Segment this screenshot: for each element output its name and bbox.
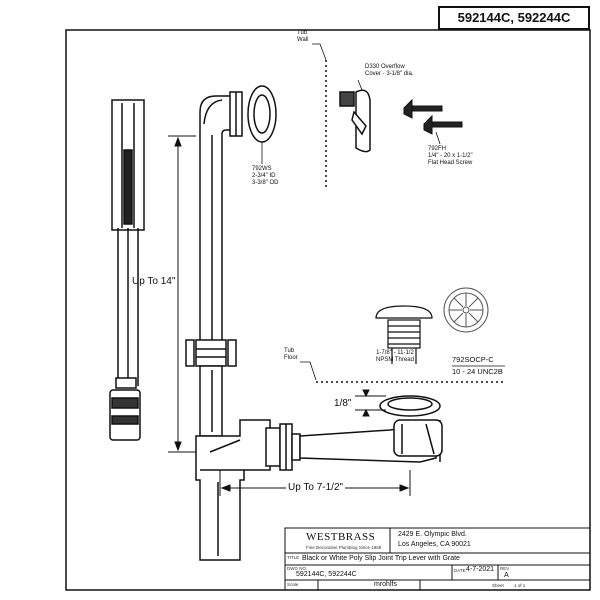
width-dimension-label: Up To 7-1/2" [286,482,346,493]
title-label: TITLE [287,555,300,560]
stopper-part-label: 792SOCP-C [452,355,494,364]
label-line: Floor [284,355,298,361]
height-dimension [168,135,196,453]
date-label: DATE [454,568,466,573]
label-line: Tub [297,30,308,36]
label-line: 3-3/8" OD [252,180,279,186]
overflow-pipe [185,91,243,437]
overflow-cover [339,79,371,153]
waste-tee [195,419,301,561]
label-line: Tub [284,348,295,354]
thread-label: 1-7/8" - 11-1/2 NPSM Thread [376,350,414,364]
drawn-by-value: mrohlfs [374,581,397,588]
label-line: NPSM Thread [376,357,414,363]
flat-head-screws [403,98,463,145]
drawing-title: Black or White Poly Slip Joint Trip Leve… [302,555,460,562]
date-value: 4-7-2021 [466,566,495,573]
height-dimension-label: Up To 14" [132,276,176,287]
drain-shoe [299,395,443,463]
overflow-cover-label: D330 Overflow Cover - 3-1/8" dia. [365,64,413,78]
label-line: Cover - 3-1/8" dia. [365,71,414,77]
drain-grate [443,287,489,333]
tub-wall-label: Tub Wall [297,30,308,44]
trip-lever-linkage [109,99,145,441]
brand-tagline: Fine Decorative Plumbing Since 1958 [306,545,382,550]
address-line-1: 2429 E. Olympic Blvd. [398,531,467,538]
label-line: 2-3/4" ID [252,173,276,179]
tub-floor-label: Tub Floor [284,348,298,362]
brand-logo: WESTBRASS [306,531,376,543]
sheet-label: Sheet [492,583,504,588]
dwg-no-label: DWG NO. [287,566,308,571]
label-line: 1/4" - 20 x 1-1/2" [428,153,473,159]
label-line: D330 Overflow [365,64,405,70]
washer-label: 792WS 2-3/4" ID 3-3/8" OD [252,166,278,187]
gap-dimension [355,389,386,417]
title-block-grid [284,527,591,591]
rev-label: REV [500,566,510,571]
label-line: Wall [297,37,309,43]
dwg-no-value: 592144C, 592244C [296,571,357,578]
part-number-header: 592144C, 592244C [438,6,590,30]
rev-value: A [504,572,509,579]
scale-label: Scale [287,582,299,587]
label-line: 792WS [252,166,272,172]
stopper-thread-label: 10 - 24 UNC2B [452,367,503,376]
drain-stopper [375,305,433,364]
address-line-2: Los Angeles, CA 90021 [398,541,471,548]
screw-label: 792FH 1/4" - 20 x 1-1/2" Flat Head Screw [428,146,473,167]
sheet-value: 1 of 1 [514,583,526,588]
label-line: 792FH [428,146,447,152]
overflow-washer [247,85,277,143]
label-line: 1-7/8" - 11-1/2 [376,350,414,356]
label-line: Flat Head Screw [428,160,473,166]
gap-dimension-label: 1/8" [334,398,352,409]
